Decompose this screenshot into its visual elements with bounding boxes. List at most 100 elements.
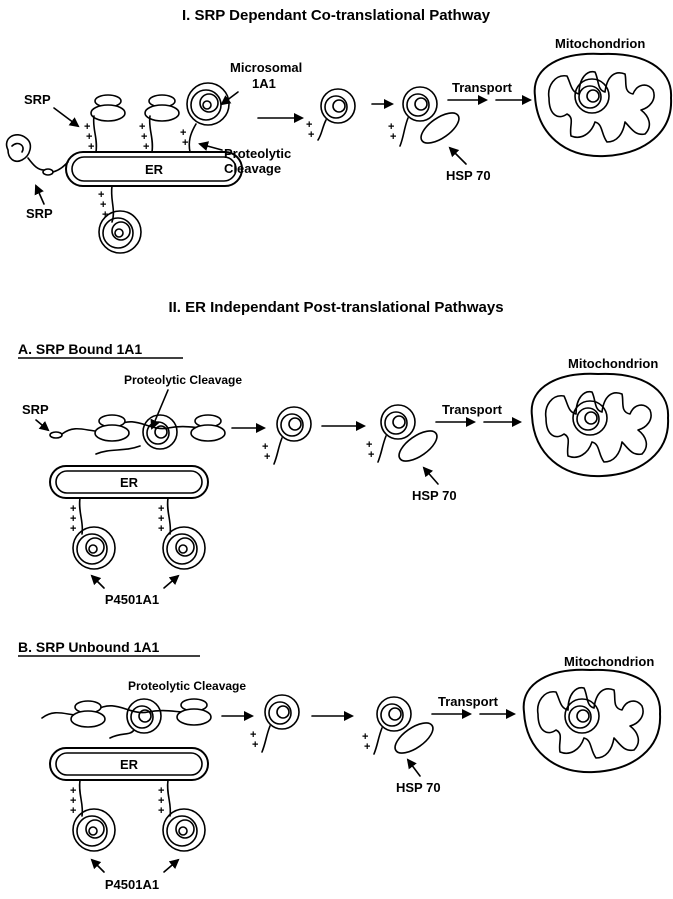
- microsomal-pointer-arrow: [220, 91, 239, 106]
- svg-text:+: +: [364, 741, 370, 753]
- svg-text:+: +: [158, 805, 164, 817]
- svg-text:+: +: [70, 785, 76, 797]
- svg-text:+: +: [143, 141, 149, 153]
- hsp70-pointer-arrow-a: [422, 466, 439, 485]
- cytosolic-coil-1: [320, 88, 356, 124]
- peptide-chain-1b: [148, 115, 154, 153]
- svg-text:+: +: [102, 209, 108, 221]
- srp-pointer-arrow-a: [35, 419, 50, 432]
- svg-text:+: +: [70, 795, 76, 807]
- plus-charges-a4: + +: [366, 439, 374, 461]
- section-title-post-translational: II. ER Independant Post-translational Pa…: [168, 299, 503, 316]
- er-membrane-b: [49, 747, 209, 781]
- svg-text:+: +: [306, 119, 312, 131]
- svg-text:+: +: [158, 513, 164, 525]
- plus-charges-1e: + +: [306, 119, 314, 141]
- ribosome-a2: [190, 414, 226, 442]
- hsp70-label-b: HSP 70: [396, 780, 441, 795]
- microsomal-label-line1: Microsomal: [230, 60, 302, 75]
- svg-text:+: +: [264, 451, 270, 463]
- lumen-coil-b2: [162, 808, 206, 852]
- mitochondrion-b: [522, 668, 662, 774]
- hsp70-label-1: HSP 70: [446, 168, 491, 183]
- ribosome-b1: [70, 700, 106, 728]
- mitochondrion-label-b: Mitochondrion: [564, 654, 654, 669]
- transport-label-b: Transport: [438, 694, 499, 709]
- svg-text:+: +: [362, 731, 368, 743]
- plus-charges-b3: + +: [250, 729, 258, 751]
- imported-coil-1: [574, 78, 610, 114]
- ribosome-1a: [90, 94, 126, 122]
- peptide-chain-a1: [78, 497, 84, 535]
- plus-charges-b1: + + +: [70, 785, 76, 817]
- srp-label-a: SRP: [22, 402, 49, 417]
- svg-text:+: +: [390, 131, 396, 143]
- lumen-coil-1: [98, 210, 142, 254]
- peptide-chain-b3: [261, 725, 271, 753]
- section-title-co-translational: I. SRP Dependant Co-translational Pathwa…: [182, 7, 491, 24]
- svg-text:+: +: [388, 121, 394, 133]
- peptide-chain-b4: [373, 727, 383, 755]
- srp-label-1b: SRP: [26, 206, 53, 221]
- plus-charges-a1: + + +: [70, 503, 76, 535]
- imported-coil-b: [564, 698, 600, 734]
- svg-text:+: +: [84, 121, 90, 133]
- svg-text:+: +: [262, 441, 268, 453]
- mitochondrion-label-a: Mitochondrion: [568, 356, 658, 371]
- transport-label-a: Transport: [442, 402, 503, 417]
- plus-charges-1d: + + +: [98, 189, 108, 221]
- peptide-chain-a2: [166, 497, 172, 535]
- hsp70-label-a: HSP 70: [412, 488, 457, 503]
- subsection-title-srp-bound: A. SRP Bound 1A1: [18, 341, 142, 357]
- svg-text:+: +: [141, 131, 147, 143]
- svg-text:+: +: [86, 131, 92, 143]
- plus-charges-1f: + +: [388, 121, 396, 143]
- er-membrane-1: [65, 151, 243, 187]
- er-label-a: ER: [120, 475, 139, 490]
- plus-charges-b2: + + +: [158, 785, 164, 817]
- lumen-coil-a2: [162, 526, 206, 570]
- svg-text:+: +: [70, 503, 76, 515]
- svg-text:+: +: [88, 141, 94, 153]
- cytosolic-coil-a2: [380, 404, 416, 440]
- p450-pointer-arrow-a2: [163, 574, 180, 589]
- hsp70-chaperone-b: [394, 722, 434, 754]
- svg-text:+: +: [158, 785, 164, 797]
- er-membrane-a: [49, 465, 209, 499]
- svg-text:+: +: [250, 729, 256, 741]
- svg-text:+: +: [158, 795, 164, 807]
- cytosolic-coil-a1: [276, 406, 312, 442]
- peptide-chain-a4: [377, 435, 387, 463]
- lumen-coil-b1: [72, 808, 116, 852]
- srp-label-1a: SRP: [24, 92, 51, 107]
- peptide-tail-b: [109, 729, 135, 739]
- cleavage-label-line1: Proteolytic: [224, 146, 291, 161]
- srp-pointer-arrow-1a: [53, 107, 80, 128]
- transport-label-1: Transport: [452, 80, 513, 95]
- peptide-chain-b2: [166, 779, 172, 817]
- cleavage-label-line2: Cleavage: [224, 161, 281, 176]
- svg-text:+: +: [308, 129, 314, 141]
- ribosome-a1: [94, 414, 130, 442]
- p450-pointer-arrow-a1: [90, 574, 105, 589]
- hsp70-chaperone-1: [420, 112, 460, 144]
- hsp70-pointer-arrow-b: [406, 758, 421, 777]
- svg-text:+: +: [70, 805, 76, 817]
- svg-text:+: +: [158, 503, 164, 515]
- cytosolic-coil-b2: [376, 696, 412, 732]
- er-label-b: ER: [120, 757, 139, 772]
- peptide-chain-1c: [188, 123, 197, 153]
- svg-text:+: +: [368, 449, 374, 461]
- subsection-title-srp-unbound: B. SRP Unbound 1A1: [18, 639, 160, 655]
- cytosolic-coil-b1: [264, 694, 300, 730]
- p450-pointer-arrow-b1: [90, 858, 105, 873]
- svg-text:+: +: [70, 523, 76, 535]
- mitochondrion-label-1: Mitochondrion: [555, 36, 645, 51]
- svg-text:+: +: [252, 739, 258, 751]
- imported-coil-a: [572, 400, 608, 436]
- mitochondrion-a: [530, 372, 670, 478]
- plus-charges-1c: + +: [180, 127, 188, 149]
- lumen-coil-a1: [72, 526, 116, 570]
- peptide-chain-1a: [92, 115, 98, 153]
